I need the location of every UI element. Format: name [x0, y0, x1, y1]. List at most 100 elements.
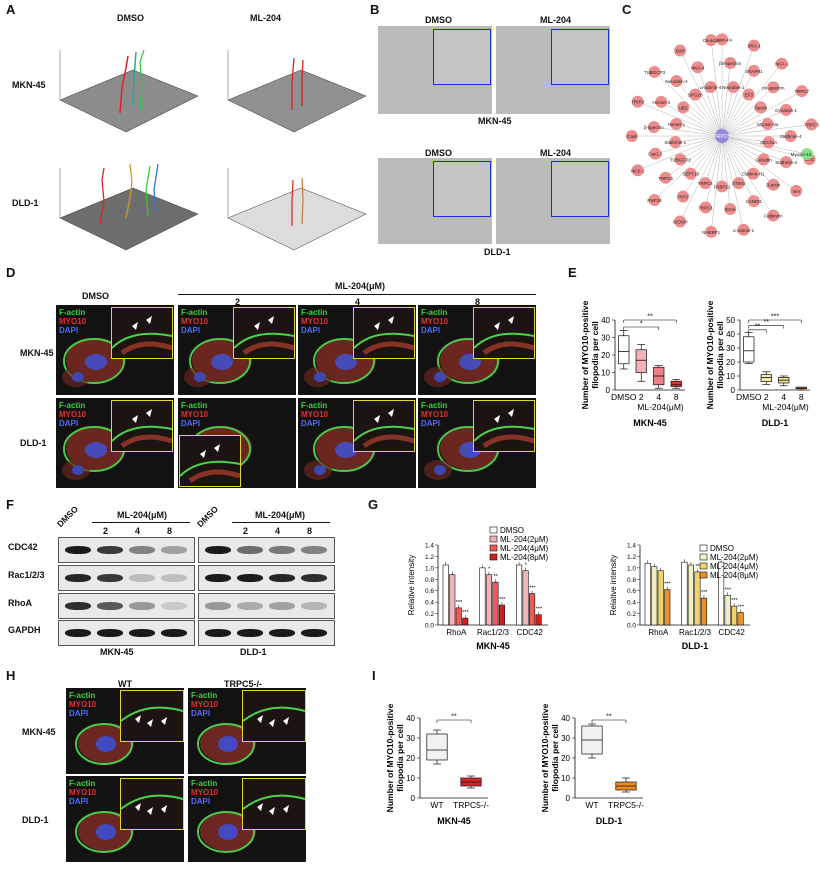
- panel-h-col-wt: WT: [118, 679, 132, 689]
- blot-protein-label: GAPDH: [8, 625, 41, 635]
- network-center-trpc5: TRPC5: [714, 129, 730, 143]
- box-4: [778, 375, 790, 387]
- x-tick-label: Rac1/2/3: [477, 628, 510, 637]
- network-node: SNAP91: [745, 64, 763, 77]
- significance-label: *: [640, 321, 643, 328]
- ppi-network: Myosin-IIAβII-spectrinNeurabin-1SRA-1SNA…: [625, 33, 819, 238]
- box-WT: [581, 723, 603, 759]
- stain-label-factin: F-actin: [421, 401, 448, 410]
- panel-f-treatment-left: ML-204(μM): [117, 510, 168, 520]
- network-node-label: Calbindin: [764, 214, 783, 219]
- network-node-label: Neurabin-1: [722, 85, 745, 90]
- blot-lane-dose: 4: [275, 526, 281, 536]
- network-node-label: Cav1.2: [648, 152, 663, 157]
- plot-dld1-ml204: [227, 168, 367, 251]
- y-tick-label: 30: [406, 734, 415, 743]
- network-node: FKBP12: [714, 180, 731, 193]
- legend-item: ML-204(4μM): [489, 544, 549, 553]
- network-node: NHERF1: [702, 225, 721, 238]
- x-tick-label: CDC42: [719, 628, 746, 637]
- significance-label: ***: [738, 604, 745, 610]
- network-node: Neurabin-2: [665, 74, 688, 87]
- y-tick-label: 10: [406, 774, 415, 783]
- bar-Rac1/2/3-DMSO: [681, 561, 688, 626]
- panel-a-col-dmso: DMSO: [117, 13, 144, 23]
- blot-strip-GAPDH: [198, 620, 335, 646]
- network-node-label: TRPC3: [804, 122, 819, 127]
- x-tick-label: RhoA: [446, 628, 467, 637]
- stain-label-factin: F-actin: [59, 308, 86, 317]
- blot-strip-RhoA: [198, 593, 335, 619]
- x-tick-label: 4: [781, 392, 786, 402]
- network-node: TRPC3: [804, 118, 819, 131]
- network-node: αII-spectrin: [762, 81, 785, 94]
- network-node-label: SRC: [805, 157, 815, 162]
- box-8: [795, 386, 807, 391]
- y-tick-label: 1.0: [627, 565, 636, 572]
- y-tick-label: 0.4: [425, 600, 434, 607]
- legend-item: ML-204(8μM): [699, 571, 759, 580]
- network-node-label: CANID1: [746, 199, 763, 204]
- network-node-label: NKA-1: [775, 62, 789, 67]
- network-node: Calbindin: [764, 209, 783, 222]
- panel-d-dose-2: 2: [235, 297, 241, 307]
- y-axis-title: Number of MYO10-positivefilopodia per ce…: [540, 703, 560, 812]
- network-node-label: Stathmin-4: [780, 134, 802, 139]
- network-node: α-actinin-4: [700, 81, 722, 94]
- network-node: TRPC7: [794, 85, 810, 98]
- box-TRPC5-/-: [460, 775, 482, 789]
- phase-image-dld1-dmso: [378, 158, 492, 244]
- significance-label: ***: [529, 586, 536, 592]
- y-tick-label: 0.0: [425, 623, 434, 630]
- blot-protein-label: CDC42: [8, 542, 38, 552]
- x-tick-label: 8: [674, 392, 679, 402]
- bar-Rac1/2/3-ML-204(2μM): [687, 564, 694, 626]
- y-tick-label: 0: [411, 794, 416, 803]
- significance-label: **: [451, 714, 457, 721]
- network-node-label: Homer-1: [668, 122, 686, 127]
- y-tick-label: 1.4: [627, 543, 636, 550]
- significance-label: **: [764, 319, 770, 326]
- stain-label-factin: F-actin: [59, 401, 86, 410]
- bar-CDC42-DMSO: [718, 561, 725, 626]
- x-tick-label: 8: [799, 392, 804, 402]
- network-node-label: TRPC4: [698, 181, 713, 186]
- y-tick-label: 0: [566, 794, 571, 803]
- bar-Rac1/2/3-ML-204(8μM): [700, 597, 707, 626]
- bar-CDC42-ML-204(4μM): [529, 593, 536, 626]
- bar-CDC42-ML-204(2μM): [522, 570, 529, 626]
- network-node: SRA-1: [747, 39, 761, 52]
- panel-b-group-dld1: DLD-1: [484, 247, 511, 257]
- network-node: TUBGCP2: [670, 153, 691, 166]
- stain-label-myo10: MYO10: [59, 410, 87, 419]
- svg-text:ML-204(4μM): ML-204(4μM): [500, 544, 549, 553]
- bar-CDC42-ML-204(8μM): [737, 612, 744, 626]
- y-tick-label: 40: [601, 316, 610, 325]
- network-node: Neurabin-1: [722, 81, 745, 94]
- box-WT: [426, 729, 448, 765]
- svg-text:ML-204(4μM): ML-204(4μM): [710, 562, 759, 571]
- svg-text:DMSO: DMSO: [710, 544, 734, 553]
- zoom-inset: [353, 307, 415, 359]
- network-node: CaM: [625, 130, 638, 142]
- y-axis-title: Relative intensity: [407, 555, 416, 615]
- stain-label-myo10: MYO10: [421, 410, 449, 419]
- blot-lane-dose: 2: [103, 526, 109, 536]
- network-node-label: SRA-1: [747, 44, 761, 49]
- network-node-label: Vim: [792, 189, 800, 194]
- bar-CDC42-DMSO: [516, 564, 523, 626]
- blot-lane-dmso: DMSO: [194, 503, 221, 529]
- y-tick-label: 1.2: [627, 554, 636, 561]
- network-node: βII-spectrin: [719, 57, 742, 70]
- stain-label-myo10: MYO10: [181, 317, 209, 326]
- network-node: Dynamin-1: [775, 103, 798, 116]
- y-tick-label: 0.6: [425, 588, 434, 595]
- panel-label-b: B: [370, 2, 380, 17]
- stain-label-factin: F-actin: [301, 308, 328, 317]
- panel-d-dmso: DMSO: [82, 291, 109, 301]
